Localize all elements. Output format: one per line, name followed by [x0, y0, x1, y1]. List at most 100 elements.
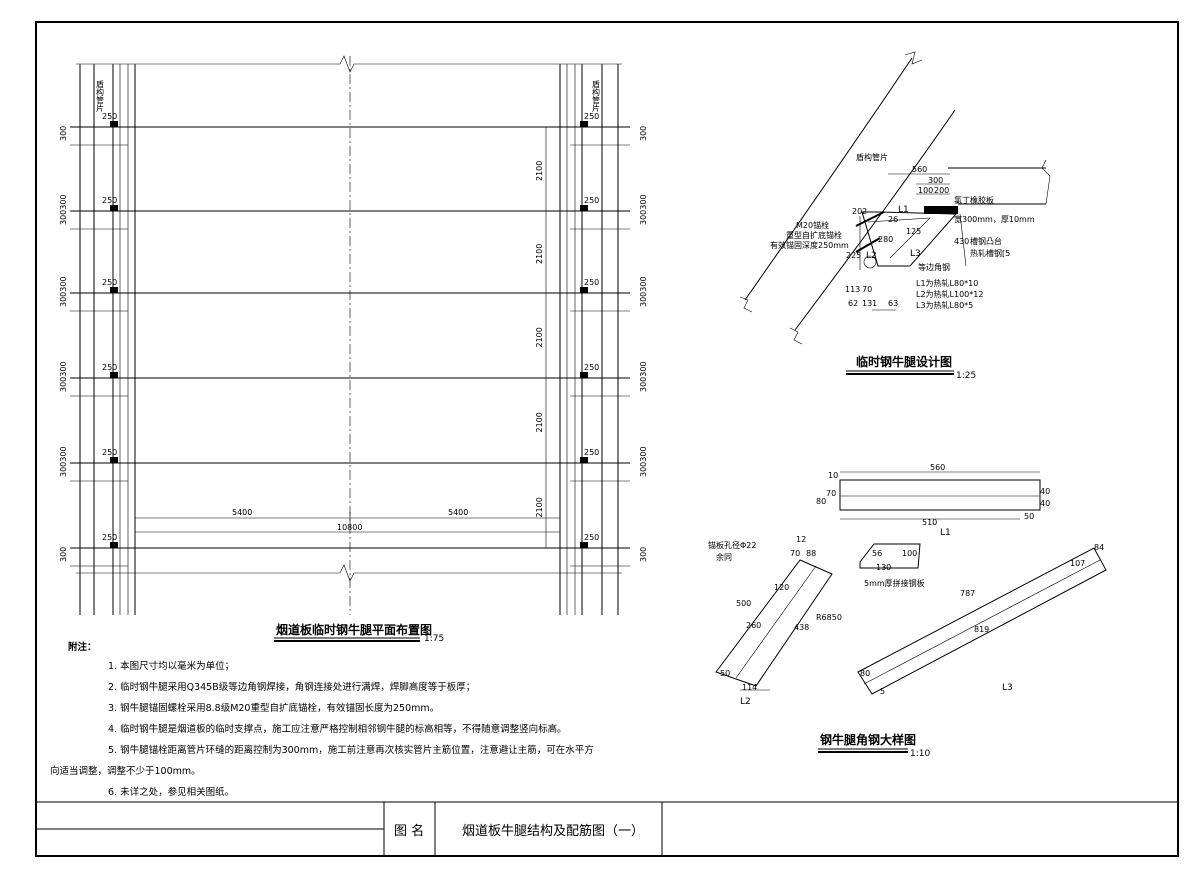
- design-anchor-label-2: 重型自扩底锚栓: [786, 230, 842, 240]
- l3-angle-outline: [857, 547, 1107, 695]
- plan-dim-300: 300300: [59, 194, 68, 225]
- plan-dim-300: 300300: [59, 276, 68, 307]
- plan-dim-250: 250: [584, 363, 599, 372]
- plan-dim-250: 250: [102, 448, 117, 457]
- plate-dim-130: 130: [876, 563, 891, 572]
- plan-anchor-mark: [580, 457, 588, 463]
- design-channel-spec: 热轧槽钢[5: [970, 248, 1010, 258]
- note-item: 4. 临时钢牛腿是烟道板的临时支撑点，施工应注意严格控制相邻钢牛腿的标高相等，不…: [108, 723, 567, 735]
- l2-dim-120: 120: [774, 583, 789, 592]
- design-channel-label: 槽钢凸台: [970, 236, 1002, 246]
- plan-anchor-mark: [110, 542, 118, 548]
- design-tag-l2: L2: [866, 251, 877, 261]
- notes-heading: 附注：: [68, 641, 97, 653]
- plan-dim-300: 300300: [639, 361, 648, 392]
- l1-dim-40b: 40: [1040, 499, 1050, 508]
- anchor-circle: [863, 255, 877, 269]
- plan-anchor-mark: [580, 542, 588, 548]
- break-mark: [789, 327, 803, 345]
- design-tag-l1: L1: [898, 205, 909, 215]
- plan-break-line-top: [76, 55, 622, 73]
- plan-dim-2100: 2100: [535, 327, 544, 347]
- design-dim-430: 430: [954, 237, 969, 246]
- l2-dim-260: 260: [746, 621, 761, 630]
- design-angle-label: 等边角钢: [918, 262, 950, 272]
- design-rubber-label: 氯丁橡胶板: [954, 195, 994, 205]
- plan-anchor-mark: [110, 372, 118, 378]
- design-rubber-spec: 宽300mm，厚10mm: [954, 214, 1035, 224]
- design-segment-label: 盾构管片: [856, 152, 888, 162]
- plan-dim-250: 250: [102, 278, 117, 287]
- design-dim-100: 100: [918, 186, 933, 195]
- l2-dim-r6850: R6850: [816, 613, 842, 622]
- rubber-pad: [924, 206, 958, 214]
- l1-dim-510: 510: [922, 518, 937, 527]
- l3-dim-819: 819: [974, 625, 989, 634]
- plan-dim-250: 250: [584, 533, 599, 542]
- plan-scale: 1:75: [424, 634, 444, 644]
- plan-left-label: 盾构管片: [96, 79, 105, 113]
- design-dim-225: 225: [846, 251, 861, 260]
- l1-tag: L1: [940, 528, 951, 538]
- plan-anchor-mark: [580, 287, 588, 293]
- l3-dim-84: 84: [1094, 543, 1104, 552]
- plan-anchor-mark: [110, 121, 118, 127]
- note-item: 5. 钢牛腿锚栓距离管片环缝的距离控制为300mm，施工前注意再次核实管片主筋位…: [108, 744, 594, 756]
- design-scale: 1:25: [956, 371, 976, 381]
- break-mark: [1041, 159, 1051, 205]
- design-dim-300: 300: [928, 176, 943, 185]
- plan-dim-250: 250: [102, 112, 117, 121]
- l2-hole-note: 余同: [716, 552, 732, 562]
- plan-dim-300: 300300: [639, 276, 648, 307]
- plan-title: 烟道板临时钢牛腿平面布置图: [276, 622, 432, 637]
- plan-dim-300: 300: [639, 126, 648, 141]
- plan-anchor-mark: [580, 205, 588, 211]
- bracket-outline: [861, 211, 958, 267]
- l1-dim-70: 70: [826, 489, 836, 498]
- anchor-bolt: [855, 237, 881, 253]
- plan-dim-250: 250: [584, 112, 599, 121]
- break-mark: [904, 51, 923, 65]
- design-dim-202: 202: [852, 207, 867, 216]
- title-block-drawing-name: 烟道板牛腿结构及配筋图（一）: [462, 823, 644, 839]
- plan-dim-250: 250: [584, 448, 599, 457]
- design-dim-280: 280: [878, 235, 893, 244]
- plan-dim-2100: 2100: [535, 497, 544, 517]
- l3-dim-5: 5: [880, 687, 885, 696]
- design-anchor-label-1: M20锚栓: [796, 220, 829, 230]
- dim-line: [959, 213, 967, 267]
- plan-dim-2100: 2100: [535, 161, 544, 181]
- break-mark: [739, 296, 753, 313]
- note-item: 1. 本图尺寸均以毫米为单位；: [108, 660, 234, 672]
- title-block-name-label: 图 名: [394, 823, 424, 839]
- sheet-border: [35, 21, 1179, 857]
- l2-dim-88: 88: [806, 549, 816, 558]
- plan-break-line-bottom: [76, 564, 622, 582]
- plan-dim-10800: 10800: [337, 523, 362, 532]
- plate-dim-100: 100: [902, 549, 917, 558]
- l2-tag: L2: [740, 697, 751, 707]
- l2-angle-outline: [715, 559, 833, 687]
- plan-dim-300: 300: [639, 547, 648, 562]
- plate-dim-56: 56: [872, 549, 882, 558]
- plan-anchor-mark: [110, 457, 118, 463]
- note-item: 2. 临时钢牛腿采用Q345B级等边角钢焊接，角钢连接处进行满焊，焊脚高度等于板…: [108, 681, 475, 693]
- l2-dim-438: 438: [794, 623, 809, 632]
- l3-dim-107: 107: [1070, 559, 1085, 568]
- plan-dim-300: 300: [59, 126, 68, 141]
- detail-scale: 1:10: [910, 749, 930, 759]
- plan-dim-300: 300: [59, 547, 68, 562]
- l1-dim-10: 10: [828, 471, 838, 480]
- design-dim-200: 200: [934, 186, 949, 195]
- anchor-bolt: [855, 211, 885, 227]
- l1-dim-80: 80: [816, 497, 826, 506]
- connection-plate: [859, 543, 921, 569]
- plan-anchor-mark: [110, 287, 118, 293]
- l1-angle-outline: [839, 479, 1041, 511]
- design-l1-spec: L1为热轧L80*10: [916, 278, 978, 288]
- plan-dim-5400-left: 5400: [232, 508, 252, 517]
- design-dim-113: 113: [845, 285, 860, 294]
- design-dim-131: 131: [862, 299, 877, 308]
